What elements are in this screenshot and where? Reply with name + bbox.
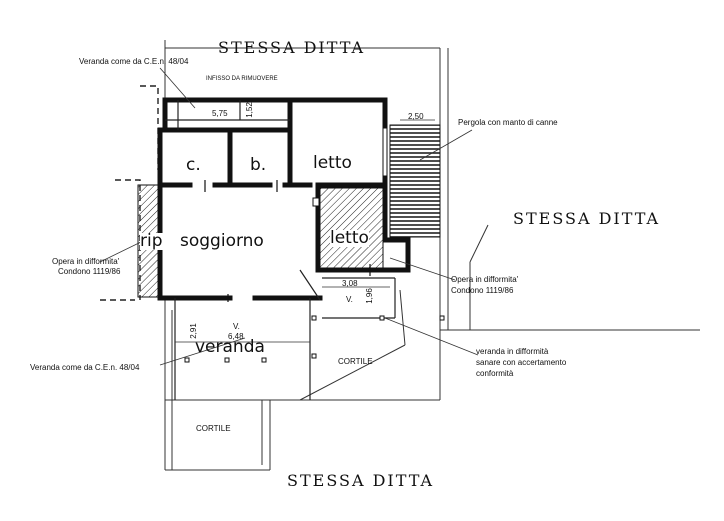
opera-left-line2: Condono 1119/86 [58,267,121,276]
window-markers [312,127,388,207]
dimension-308: 3,08 [342,279,358,288]
room-label-letto-top: letto [313,153,352,173]
room-label-cortile-right: CORTILE [338,357,373,366]
dimension-250: 2,50 [408,112,424,121]
room-label-c: c. [186,155,201,175]
veranda-sanare-line1: veranda in difformità [476,347,549,356]
infisso-note: INFISSO DA RIMUOVERE [206,76,278,82]
veranda-sanare-line2: sanare con accertamento [476,358,567,367]
opera-left-line1: Opera in difformita' [52,257,120,266]
pergola-note: Pergola con manto di canne [458,118,558,127]
room-label-soggiorno: soggiorno [180,231,264,251]
opera-right-line2: Condono 1119/86 [451,286,514,295]
room-label-b: b. [250,155,267,175]
boundary-lines [164,40,700,471]
veranda-mark-v1: V. [233,322,240,331]
veranda-top-note: Veranda come da C.E.n. 48/04 [79,57,189,66]
dimension-575: 5,75 [212,109,228,118]
room-label-cortile-bottom: CORTILE [196,424,231,433]
room-label-veranda: veranda [195,337,265,357]
dimension-196: 1,96 [364,288,374,304]
stessa-ditta-top-label: STESSA DITTA [218,38,366,57]
room-label-rip: rip [140,231,163,251]
dimension-lines [175,119,435,343]
veranda-mark-v2: V. [346,295,353,304]
stessa-ditta-bottom-label: STESSA DITTA [287,471,435,490]
dimension-152: 1,52 [244,102,254,118]
stessa-ditta-right-label: STESSA DITTA [513,209,661,228]
opera-right-line1: Opera in difformita' [451,275,519,284]
veranda-bottom-note: Veranda come da C.E.n. 48/04 [30,363,140,372]
veranda-sanare-line3: conformità [476,369,514,378]
dimension-291: 2,91 [188,323,198,339]
leader-lines [99,67,479,366]
main-walls [157,97,411,301]
hatched-letto [319,187,384,269]
door-ticks [204,180,371,302]
pergola-area [389,124,441,238]
dimension-648: 6,48 [228,332,244,341]
post-markers [184,315,445,363]
room-label-letto-hatched: letto [330,228,369,248]
